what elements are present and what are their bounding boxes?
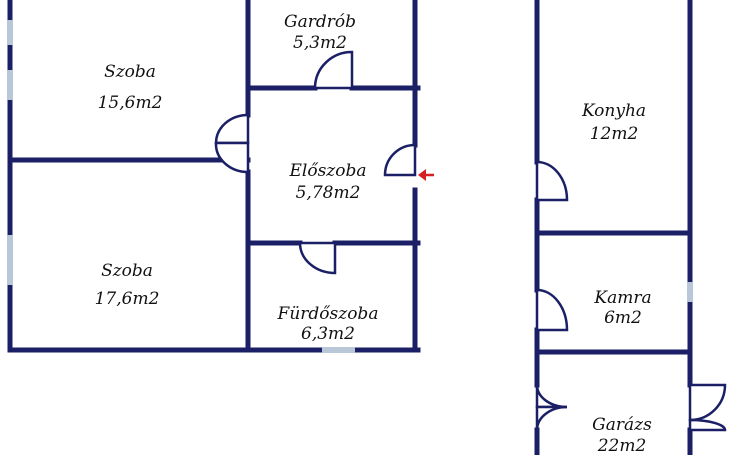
room-area-eloszoba: 5,78m2: [296, 183, 361, 203]
door-garazs-left: [535, 384, 568, 409]
door-garazs-right: [688, 383, 727, 422]
room-name-garazs: Garázs: [592, 415, 652, 435]
room-area-garazs: 22m2: [597, 436, 647, 455]
door-entrance: [383, 143, 417, 177]
door-gardrob: [313, 50, 354, 90]
door-szoba-top: [214, 113, 250, 145]
right-building-walls: [534, 0, 693, 455]
room-name-konyha: Konyha: [581, 101, 646, 121]
room-name-gardrob: Gardrób: [284, 12, 356, 32]
windows: [7, 20, 693, 353]
entrance-arrow-icon: [418, 169, 434, 181]
door-garazs-left-2: [535, 405, 568, 431]
left-building-walls: [7, 0, 421, 353]
room-name-furdoszoba: Fürdőszoba: [277, 304, 379, 324]
room-area-szoba-bottom: 17,6m2: [95, 289, 160, 309]
door-furdoszoba: [298, 241, 337, 275]
room-area-furdoszoba: 6,3m2: [301, 324, 355, 344]
room-name-kamra: Kamra: [593, 288, 651, 308]
door-konyha: [535, 160, 569, 202]
room-area-szoba-top: 15,6m2: [98, 93, 163, 113]
room-name-szoba-bottom: Szoba: [101, 261, 153, 281]
door-garazs-right-2: [688, 418, 727, 432]
room-name-eloszoba: Előszoba: [288, 161, 366, 181]
door-szoba-bottom: [214, 141, 250, 174]
room-area-gardrob: 5,3m2: [293, 33, 347, 53]
door-kamra: [535, 288, 569, 332]
room-name-szoba-top: Szoba: [104, 62, 156, 82]
room-area-kamra: 6m2: [604, 308, 642, 328]
doors: [214, 50, 727, 432]
room-area-konyha: 12m2: [590, 124, 639, 144]
